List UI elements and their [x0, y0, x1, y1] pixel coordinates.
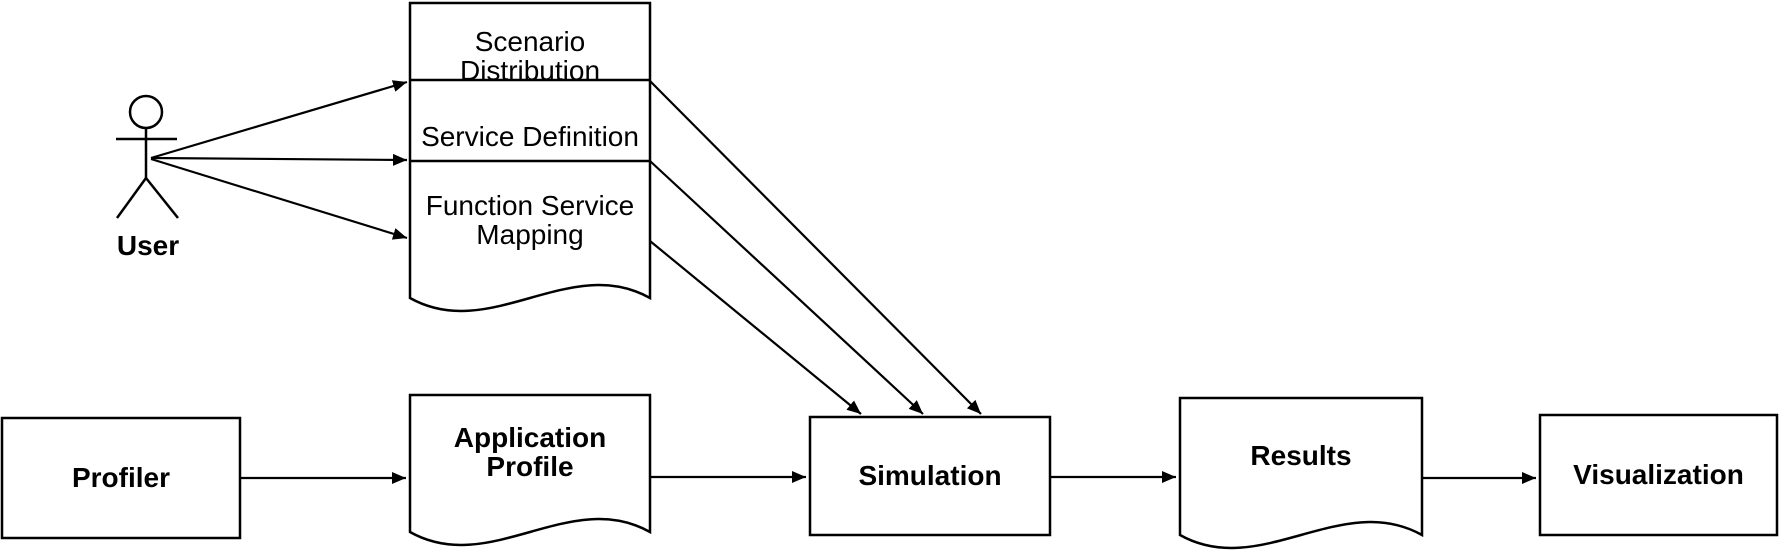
arrow-user-to-function-service-mapping	[150, 157, 408, 240]
profiler-label: Profiler	[71, 462, 171, 494]
config-section-scenario-distribution: Scenario Distribution	[459, 25, 601, 86]
application-profile-label: Application Profile	[410, 396, 650, 508]
application-profile-label-text: Application Profile	[453, 421, 607, 482]
simulation-label: Simulation	[858, 460, 1002, 492]
arrow-user-to-scenario-distribution	[150, 80, 408, 160]
config-section-function-service-mapping-text: Function Service Mapping	[425, 189, 635, 250]
user-figure	[115, 94, 179, 219]
config-section-service-definition: Service Definition	[421, 121, 639, 153]
results-label: Results	[1250, 439, 1352, 471]
user-label: User	[116, 230, 180, 262]
simulation-box	[808, 415, 1052, 537]
arrow-function-service-mapping-to-simulation	[649, 240, 862, 415]
user-leg-left	[115, 177, 148, 219]
user-leg-right	[145, 177, 179, 219]
user-head	[128, 94, 164, 130]
visualization-label: Visualization	[1573, 459, 1744, 491]
arrow-scenario-distribution-to-simulation	[649, 80, 982, 415]
application-profile-shape	[408, 393, 652, 547]
results-shape	[1178, 396, 1424, 550]
config-section-function-service-mapping: Function Service Mapping	[412, 188, 648, 252]
arrow-service-definition-to-simulation	[649, 160, 924, 415]
arrow-user-to-service-definition	[150, 153, 408, 166]
visualization-box	[1538, 413, 1779, 537]
